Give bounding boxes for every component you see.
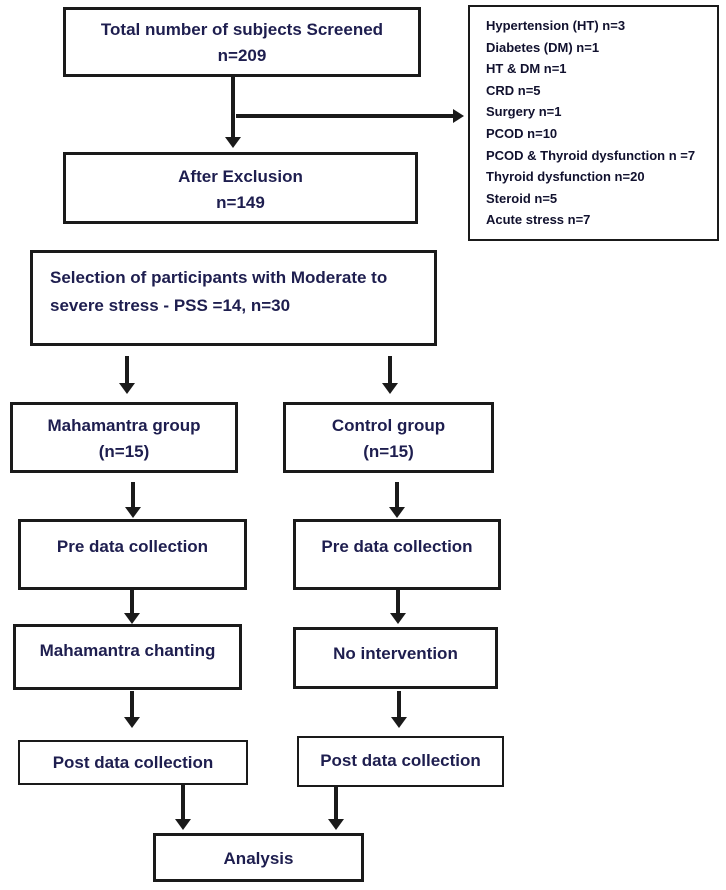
- exclusion-reasons-panel: Hypertension (HT) n=3 Diabetes (DM) n=1 …: [468, 5, 719, 241]
- arrow-selection-to-mahamantra: [119, 356, 135, 394]
- arrow-post-right-to-analysis: [328, 787, 344, 830]
- arrow-post-left-to-analysis: [175, 785, 191, 830]
- after-exclusion-count: n=149: [216, 193, 265, 212]
- exclusion-item: Diabetes (DM) n=1: [486, 39, 600, 55]
- arrow-to-exclusion-panel: [236, 109, 464, 123]
- post-data-collection-left-box: Post data collection: [18, 740, 248, 785]
- post-data-left-label: Post data collection: [52, 753, 214, 772]
- post-data-collection-right-box: Post data collection: [297, 736, 504, 787]
- arrow-selection-to-control: [382, 356, 398, 394]
- arrow-pre-to-no-intervention: [390, 590, 406, 624]
- chanting-label: Mahamantra chanting: [39, 641, 216, 660]
- screened-label: Total number of subjects Screened: [100, 20, 384, 39]
- screened-count: n=209: [217, 46, 267, 65]
- selection-label-line2: severe stress - PSS =14, n=30: [50, 296, 291, 315]
- arrow-pre-to-chanting: [124, 590, 140, 624]
- arrow-screened-to-after-exclusion: [225, 77, 241, 148]
- pre-data-left-label: Pre data collection: [56, 537, 209, 556]
- post-data-right-label: Post data collection: [320, 751, 481, 770]
- arrow-chanting-to-post: [124, 691, 140, 728]
- arrow-mahamantra-to-pre: [125, 482, 141, 518]
- arrow-control-to-pre: [389, 482, 405, 518]
- analysis-box: Analysis: [153, 833, 364, 882]
- control-group-box: Control group (n=15): [283, 402, 494, 473]
- mahamantra-group-count: (n=15): [98, 442, 150, 461]
- exclusion-item: PCOD n=10: [486, 125, 558, 141]
- selection-label-line1: Selection of participants with Moderate …: [50, 268, 388, 287]
- pre-data-right-label: Pre data collection: [321, 537, 473, 556]
- control-group-count: (n=15): [363, 442, 414, 461]
- analysis-label: Analysis: [223, 849, 294, 868]
- mahamantra-chanting-box: Mahamantra chanting: [13, 624, 242, 690]
- mahamantra-group-label: Mahamantra group: [47, 416, 201, 435]
- exclusion-item: Surgery n=1: [486, 104, 562, 120]
- arrow-no-intervention-to-post: [391, 691, 407, 728]
- control-group-label: Control group: [331, 416, 446, 435]
- exclusion-item: Steroid n=5: [486, 190, 558, 206]
- screened-box: Total number of subjects Screened n=209: [63, 7, 421, 77]
- pre-data-collection-right-box: Pre data collection: [293, 519, 501, 590]
- selection-box: Selection of participants with Moderate …: [30, 250, 437, 346]
- no-intervention-label: No intervention: [333, 644, 458, 663]
- after-exclusion-box: After Exclusion n=149: [63, 152, 418, 224]
- exclusion-item: PCOD & Thyroid dysfunction n =7: [486, 147, 696, 163]
- exclusion-item: Acute stress n=7: [486, 212, 591, 228]
- exclusion-item: CRD n=5: [486, 82, 541, 98]
- exclusion-item: Thyroid dysfunction n=20: [486, 169, 645, 185]
- exclusion-item: Hypertension (HT) n=3: [486, 18, 626, 33]
- mahamantra-group-box: Mahamantra group (n=15): [10, 402, 238, 473]
- no-intervention-box: No intervention: [293, 627, 498, 689]
- after-exclusion-label: After Exclusion: [178, 167, 303, 186]
- pre-data-collection-left-box: Pre data collection: [18, 519, 247, 590]
- exclusion-item: HT & DM n=1: [486, 61, 567, 77]
